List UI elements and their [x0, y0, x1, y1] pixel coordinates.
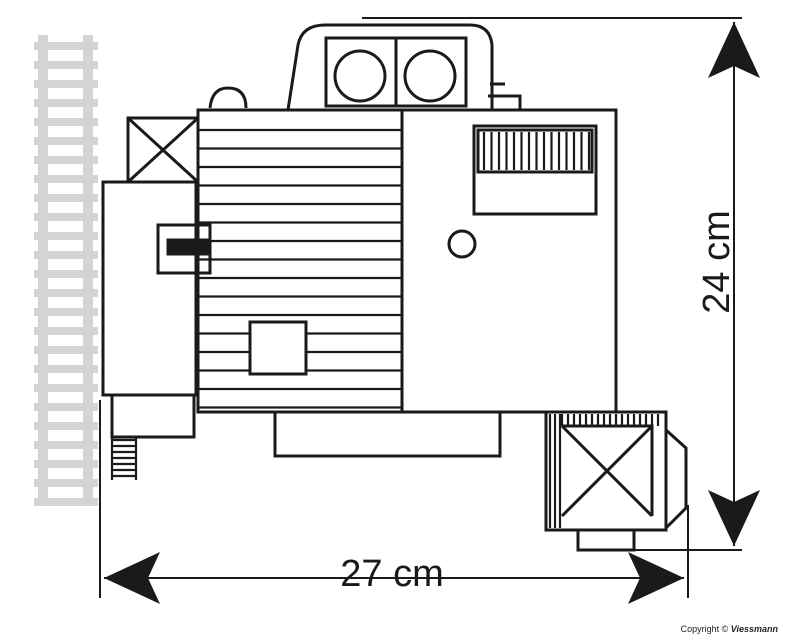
track-sleeper	[34, 61, 98, 69]
main-building	[196, 108, 618, 458]
track-sleeper	[34, 232, 98, 240]
roof-grille	[476, 128, 594, 174]
copyright-text: Copyright ©	[680, 624, 729, 634]
brand-logo: Viessmann	[730, 624, 778, 634]
track-sleeper	[34, 270, 98, 278]
railway-track	[34, 35, 98, 506]
round-window-icon	[447, 229, 477, 259]
arrow-up-icon	[708, 22, 760, 78]
track-sleeper	[34, 156, 98, 164]
track-sleeper	[34, 99, 98, 107]
roof-vent-left-icon	[333, 49, 387, 103]
arrow-left-icon	[104, 552, 160, 604]
arrow-down-icon	[708, 490, 760, 546]
track-sleeper	[34, 137, 98, 145]
track-sleeper	[34, 384, 98, 392]
roof-vent-right-icon	[403, 49, 457, 103]
width-dimension-label: 27 cm	[340, 553, 443, 595]
track-sleeper	[34, 327, 98, 335]
track-sleeper	[34, 422, 98, 430]
track-sleeper	[34, 80, 98, 88]
copyright-notice: Copyright © Viessmann	[681, 624, 778, 634]
track-sleeper	[34, 460, 98, 468]
track-sleeper	[34, 251, 98, 259]
track-sleeper	[34, 479, 98, 487]
track-sleeper	[34, 346, 98, 354]
track-sleeper	[34, 365, 98, 373]
track-sleeper	[34, 194, 98, 202]
track-sleeper	[34, 175, 98, 183]
right-crate	[544, 410, 688, 552]
track-sleeper	[34, 308, 98, 316]
dimension-lines	[99, 17, 742, 598]
left-crate	[126, 116, 200, 184]
track-sleeper	[34, 289, 98, 297]
track-sleeper	[34, 441, 98, 449]
arrow-right-icon	[628, 552, 684, 604]
track-sleeper	[34, 118, 98, 126]
left-annex	[101, 180, 212, 439]
track-sleeper	[34, 42, 98, 50]
track-sleeper	[34, 498, 98, 506]
height-dimension-label: 24 cm	[696, 210, 738, 313]
track-sleeper	[34, 403, 98, 411]
track-sleeper	[34, 213, 98, 221]
dimension-arrowheads	[104, 22, 760, 604]
roof-top-structure	[208, 23, 522, 111]
